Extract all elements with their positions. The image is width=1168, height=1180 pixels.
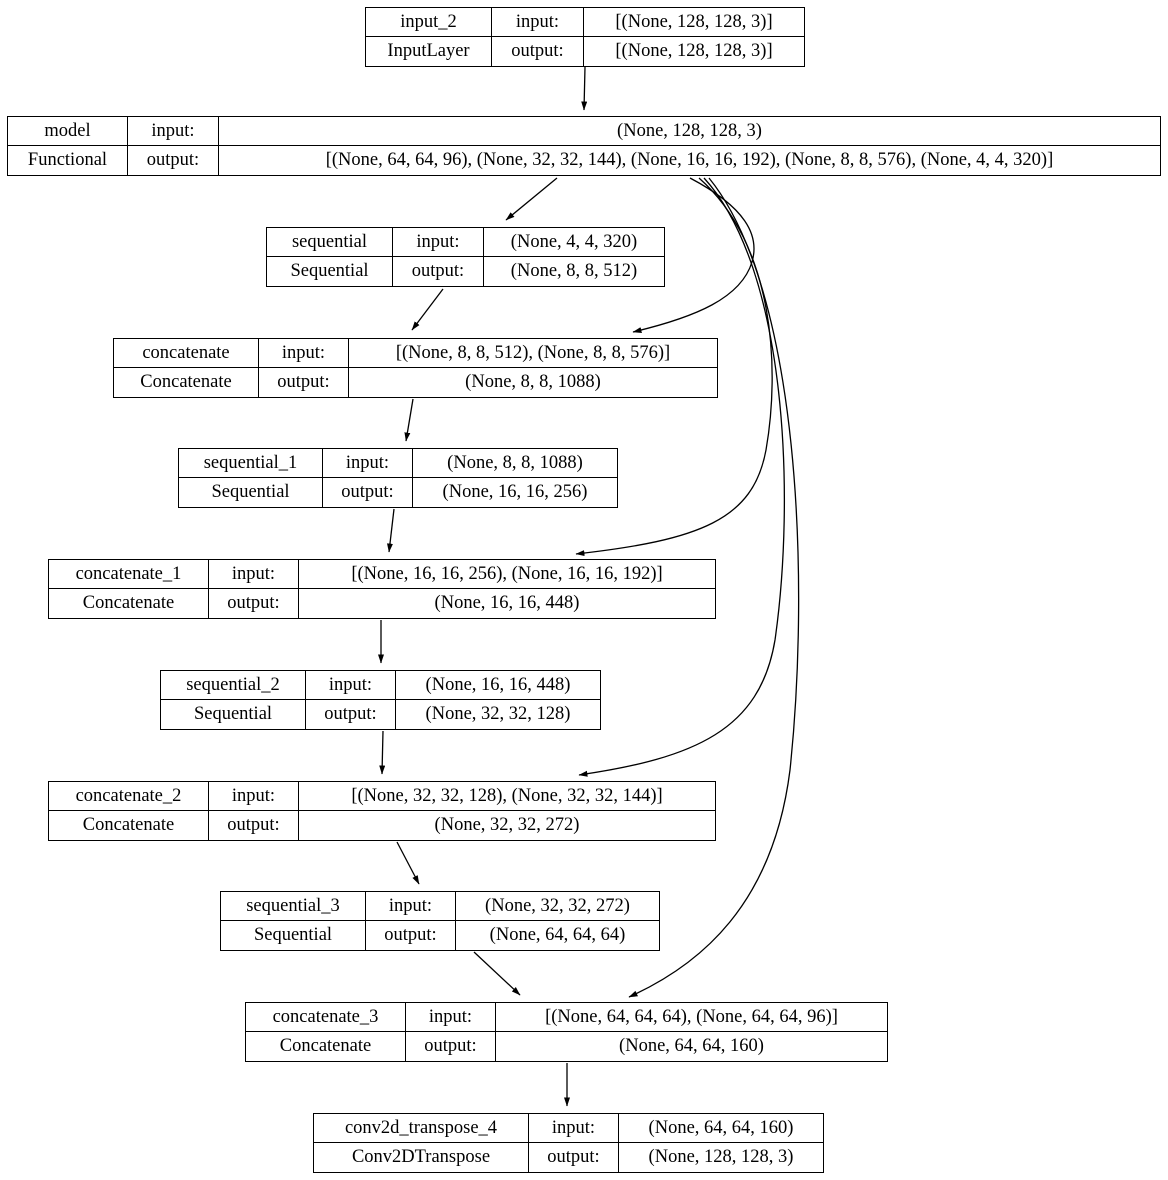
- output-label: output:: [393, 257, 484, 286]
- input-shape: (None, 8, 8, 1088): [413, 449, 617, 478]
- edge-sequential-concatenate: [411, 288, 444, 331]
- edge-concatenate-sequential_1: [404, 398, 414, 442]
- node-concatenate_3: concatenate_3 input: [(None, 64, 64, 64)…: [245, 1002, 888, 1062]
- layer-name: concatenate_1: [49, 560, 209, 589]
- input-label: input:: [529, 1114, 619, 1143]
- node-sequential_1: sequential_1 input: (None, 8, 8, 1088) S…: [178, 448, 618, 508]
- layer-name: sequential_3: [221, 892, 366, 921]
- layer-name: model: [8, 117, 128, 146]
- output-label: output:: [128, 146, 219, 175]
- output-label: output:: [209, 589, 299, 618]
- edge-sequential_3-concatenate_3: [473, 951, 521, 996]
- output-shape: [(None, 128, 128, 3)]: [615, 41, 773, 61]
- output-label: output:: [366, 921, 456, 950]
- output-label: output:: [529, 1143, 619, 1172]
- input-label: input:: [492, 8, 584, 37]
- output-shape: (None, 16, 16, 448): [434, 593, 580, 613]
- input-label: input:: [306, 671, 396, 700]
- input-shape: (None, 4, 4, 320): [484, 228, 664, 257]
- node-model: model input: (None, 128, 128, 3) Functio…: [7, 116, 1161, 176]
- edge-model-sequential: [505, 177, 558, 221]
- layer-type: Sequential: [179, 478, 323, 507]
- layer-type: Sequential: [221, 921, 366, 950]
- layer-name: concatenate_3: [246, 1003, 406, 1032]
- layer-name: sequential_2: [161, 671, 306, 700]
- layer-type: InputLayer: [366, 37, 492, 66]
- output-label: output:: [492, 37, 584, 66]
- input-label: input:: [406, 1003, 496, 1032]
- layer-type: Concatenate: [246, 1032, 406, 1061]
- input-label: input:: [393, 228, 484, 257]
- input-shape: [(None, 8, 8, 512), (None, 8, 8, 576)]: [349, 339, 717, 368]
- input-shape: (None, 128, 128, 3): [219, 117, 1160, 146]
- input-label: input:: [259, 339, 349, 368]
- input-label: input:: [366, 892, 456, 921]
- layer-name: sequential_1: [179, 449, 323, 478]
- input-shape: (None, 16, 16, 448): [396, 671, 600, 700]
- input-shape: [(None, 16, 16, 256), (None, 16, 16, 192…: [299, 560, 715, 589]
- output-shape: (None, 8, 8, 1088): [465, 372, 601, 392]
- node-sequential_3: sequential_3 input: (None, 32, 32, 272) …: [220, 891, 660, 951]
- layer-type: Sequential: [267, 257, 393, 286]
- output-shape: (None, 32, 32, 128): [425, 704, 571, 724]
- input-shape: [(None, 64, 64, 64), (None, 64, 64, 96)]: [496, 1003, 887, 1032]
- input-shape: (None, 64, 64, 160): [619, 1114, 823, 1143]
- node-conv2d_transpose_4: conv2d_transpose_4 input: (None, 64, 64,…: [313, 1113, 824, 1173]
- output-shape: (None, 64, 64, 160): [619, 1036, 764, 1056]
- layer-type: Functional: [8, 146, 128, 175]
- output-label: output:: [259, 368, 349, 397]
- layer-type: Conv2DTranspose: [314, 1143, 529, 1172]
- output-shape: (None, 16, 16, 256): [442, 482, 588, 502]
- layer-name: input_2: [366, 8, 492, 37]
- output-label: output:: [406, 1032, 496, 1061]
- input-shape: (None, 32, 32, 272): [456, 892, 659, 921]
- node-concatenate_1: concatenate_1 input: [(None, 16, 16, 256…: [48, 559, 716, 619]
- node-sequential_2: sequential_2 input: (None, 16, 16, 448) …: [160, 670, 601, 730]
- input-label: input:: [209, 782, 299, 811]
- layer-type: Concatenate: [49, 589, 209, 618]
- output-shape: (None, 64, 64, 64): [489, 925, 626, 945]
- node-concatenate: concatenate input: [(None, 8, 8, 512), (…: [113, 338, 718, 398]
- node-concatenate_2: concatenate_2 input: [(None, 32, 32, 128…: [48, 781, 716, 841]
- output-label: output:: [209, 811, 299, 840]
- output-shape: [(None, 64, 64, 96), (None, 32, 32, 144)…: [325, 150, 1054, 170]
- input-label: input:: [128, 117, 219, 146]
- input-label: input:: [209, 560, 299, 589]
- edge-sequential_1-concatenate_1: [387, 508, 395, 553]
- output-label: output:: [323, 478, 413, 507]
- input-shape: [(None, 128, 128, 3)]: [584, 8, 804, 37]
- layer-name: conv2d_transpose_4: [314, 1114, 529, 1143]
- layer-name: concatenate_2: [49, 782, 209, 811]
- edge-concatenate_2-sequential_3: [396, 841, 420, 885]
- output-label: output:: [306, 700, 396, 729]
- input-label: input:: [323, 449, 413, 478]
- layer-name: concatenate: [114, 339, 259, 368]
- layer-name: sequential: [267, 228, 393, 257]
- node-input_2: input_2 input: [(None, 128, 128, 3)] Inp…: [365, 7, 805, 67]
- edge-input_2-model: [581, 66, 588, 111]
- output-shape: (None, 8, 8, 512): [510, 261, 638, 281]
- input-shape: [(None, 32, 32, 128), (None, 32, 32, 144…: [299, 782, 715, 811]
- node-sequential: sequential input: (None, 4, 4, 320) Sequ…: [266, 227, 665, 287]
- edge-sequential_2-concatenate_2: [379, 730, 386, 775]
- layer-type: Concatenate: [49, 811, 209, 840]
- output-shape: (None, 32, 32, 272): [434, 815, 580, 835]
- layer-type: Concatenate: [114, 368, 259, 397]
- output-shape: (None, 128, 128, 3): [648, 1147, 794, 1167]
- layer-type: Sequential: [161, 700, 306, 729]
